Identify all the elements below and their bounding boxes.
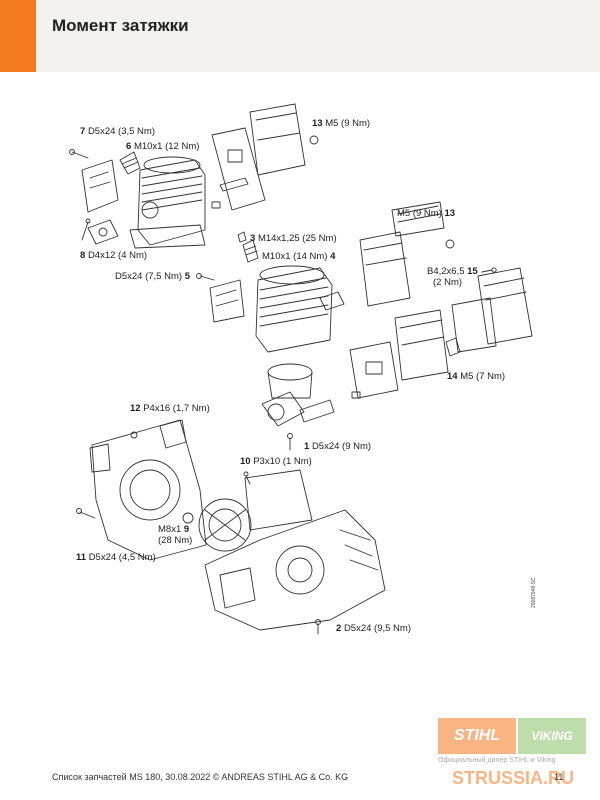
- callout-13-top: 13 M5 (9 Nm): [312, 118, 371, 129]
- ignition-module-top: [81, 159, 119, 213]
- callout-8: 8 D4x12 (4 Nm): [80, 250, 148, 261]
- flange-top: [87, 219, 119, 245]
- page-number: 11: [554, 772, 564, 782]
- piston-crankshaft: [261, 363, 335, 427]
- callout-2: 2 D5x24 (9,5 Nm): [336, 623, 411, 634]
- muffler-parts: [349, 309, 461, 399]
- screw-8: [81, 218, 91, 241]
- fan-housing: [89, 419, 207, 561]
- cylinder-middle: [255, 265, 333, 353]
- callout-3: 3 M14x1,25 (25 Nm): [250, 233, 337, 244]
- gasket-top: [211, 127, 266, 211]
- callout-13-middle: M5 (9 Nm) 13: [397, 208, 456, 219]
- site-watermark: STRUSSIA.RU: [452, 768, 575, 788]
- accent-bar: [0, 0, 36, 72]
- viking-logo: VIKING: [518, 718, 586, 754]
- callout-14: 14 M5 (7 Nm): [447, 371, 506, 382]
- cylinder-assembly-top: [129, 156, 206, 249]
- page-title: Момент затяжки: [52, 16, 189, 35]
- air-filter-housing-right: [451, 267, 533, 353]
- callout-7: 7 D5x24 (3,5 Nm): [80, 126, 155, 137]
- callout-10: 10 P3x10 (1 Nm): [240, 456, 312, 467]
- screw-1: [287, 433, 293, 451]
- callout-6: 6 M10x1 (12 Nm): [126, 141, 200, 152]
- callout-15: B4,2x6,5 15(2 Nm): [427, 266, 478, 288]
- header-band: [0, 0, 600, 72]
- stihl-logo: STIHL: [438, 718, 516, 754]
- screw-12: [130, 431, 138, 439]
- callout-11: 11 D5x24 (4,5 Nm): [76, 552, 156, 563]
- nut-13-top: [309, 135, 319, 145]
- spark-plug-3: [237, 231, 259, 263]
- ignition-module-middle: [196, 273, 245, 323]
- flywheel: [198, 498, 252, 552]
- callout-12: 12 P4x16 (1,7 Nm): [130, 403, 210, 414]
- nut-13-middle: [445, 239, 455, 249]
- callout-4: M10x1 (14 Nm) 4: [262, 251, 336, 262]
- crankcase: [204, 469, 386, 631]
- screw-7: [69, 149, 89, 159]
- spark-plug-6: [119, 151, 141, 175]
- callout-5: D5x24 (7,5 Nm) 5: [115, 271, 190, 282]
- filter-housing-middle: [359, 201, 445, 307]
- dealer-text: Официальный дилер STIHL и Viking: [438, 757, 556, 764]
- air-filter-cover-top: [211, 103, 306, 209]
- screw-15: [481, 267, 497, 273]
- nut-9: [182, 512, 194, 524]
- callout-9: M8x1 9(28 Nm): [158, 524, 193, 546]
- screw-11: [76, 508, 96, 519]
- screw-2: [315, 619, 321, 635]
- callout-1: 1 D5x24 (9 Nm): [304, 441, 372, 452]
- footer-text: Список запчастей MS 180, 30.08.2022 © AN…: [52, 772, 349, 782]
- spark-plug-4: [319, 291, 345, 311]
- document-code: 20087948 SC: [531, 577, 537, 608]
